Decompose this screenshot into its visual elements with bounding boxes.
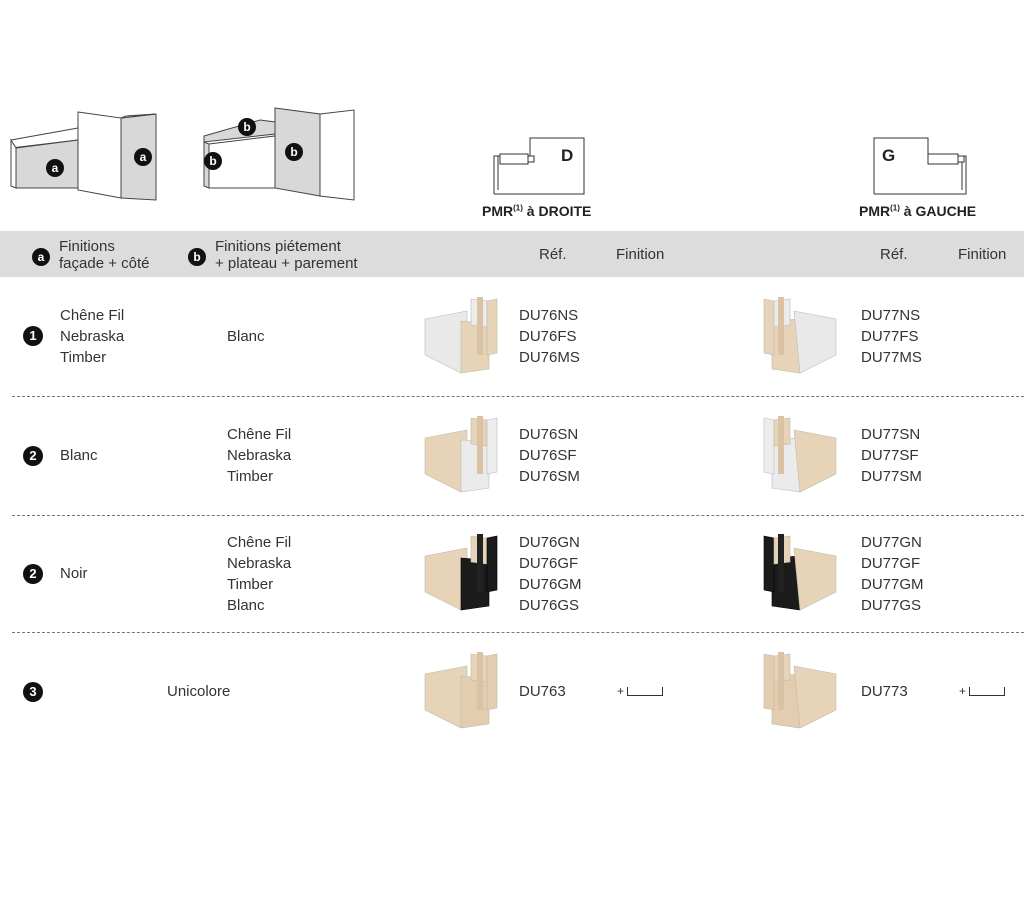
- refs-left: DU77GN DU77GF DU77GM DU77GS: [861, 534, 924, 614]
- legend-a-badge: a: [32, 248, 50, 266]
- pmr-right-letter: D: [561, 146, 574, 165]
- row-number-badge: 2: [23, 564, 43, 584]
- legend-a-text: Finitions façade + côté: [59, 238, 150, 272]
- refs-left: DU77SN DU77SF DU77SM: [861, 426, 922, 485]
- refs-right: DU76NS DU76FS DU76MS: [519, 307, 580, 366]
- table-header-band: [0, 231, 1024, 277]
- diagram-b-badge-top: b: [238, 118, 256, 136]
- refs-right: DU763: [519, 683, 566, 700]
- refs-left: DU77NS DU77FS DU77MS: [861, 307, 922, 366]
- diagram-b-badge-panel: b: [285, 143, 303, 161]
- row-number-badge: 2: [23, 446, 43, 466]
- desk-right-oak-thumb: [424, 652, 498, 729]
- row-a-finishes: Blanc: [60, 447, 98, 464]
- row-divider: [12, 515, 1024, 516]
- row-number-badge: 3: [23, 682, 43, 702]
- desk-left-oak-thumb: [763, 652, 837, 729]
- row-b-finishes: Blanc: [227, 328, 265, 345]
- finition-box-icon: [969, 687, 1006, 696]
- desk-left-oak-black-thumb: [763, 534, 837, 611]
- finition-left-slot: +: [959, 684, 1006, 698]
- diagram-b-badge-leg: b: [204, 152, 222, 170]
- row-b-finishes: Chêne Fil Nebraska Timber Blanc: [227, 534, 292, 614]
- refs-right: DU76SN DU76SF DU76SM: [519, 426, 580, 485]
- pmr-left-plan-icon: [873, 137, 967, 195]
- legend-b-text: Finitions piétement + plateau + parement: [215, 238, 358, 272]
- col-ref-left: Réf.: [880, 246, 908, 263]
- desk-right-oak-black-thumb: [424, 534, 498, 611]
- finition-right-slot: +: [617, 684, 664, 698]
- row-a-finishes: Chêne Fil Nebraska Timber: [60, 307, 125, 366]
- diagram-a-badge-side: a: [134, 148, 152, 166]
- pmr-right-plan-icon: [493, 137, 585, 195]
- refs-left: DU773: [861, 683, 908, 700]
- row-unicolor: Unicolore: [167, 683, 231, 700]
- row-divider: [12, 396, 1024, 397]
- finition-box-icon: [627, 687, 664, 696]
- refs-right: DU76GN DU76GF DU76GM DU76GS: [519, 534, 582, 614]
- desk-left-oak-white-thumb: [763, 416, 837, 493]
- pmr-right-label: PMR(1) à DROITE: [482, 203, 592, 219]
- desk-left-white-oak-thumb: [763, 297, 837, 374]
- row-a-finishes: Noir: [60, 565, 88, 582]
- diagram-b: [203, 107, 355, 201]
- desk-right-white-oak-thumb: [424, 297, 498, 374]
- col-finition-right: Finition: [616, 246, 665, 263]
- desk-right-oak-white-thumb: [424, 416, 498, 493]
- diagram-a-badge-front: a: [46, 159, 64, 177]
- row-number-badge: 1: [23, 326, 43, 346]
- col-ref-right: Réf.: [539, 246, 567, 263]
- pmr-left-label: PMR(1) à GAUCHE: [859, 203, 977, 219]
- pmr-left-letter: G: [882, 146, 896, 165]
- row-divider: [12, 632, 1024, 633]
- legend-b-badge: b: [188, 248, 206, 266]
- col-finition-left: Finition: [958, 246, 1007, 263]
- row-b-finishes: Chêne Fil Nebraska Timber: [227, 426, 292, 485]
